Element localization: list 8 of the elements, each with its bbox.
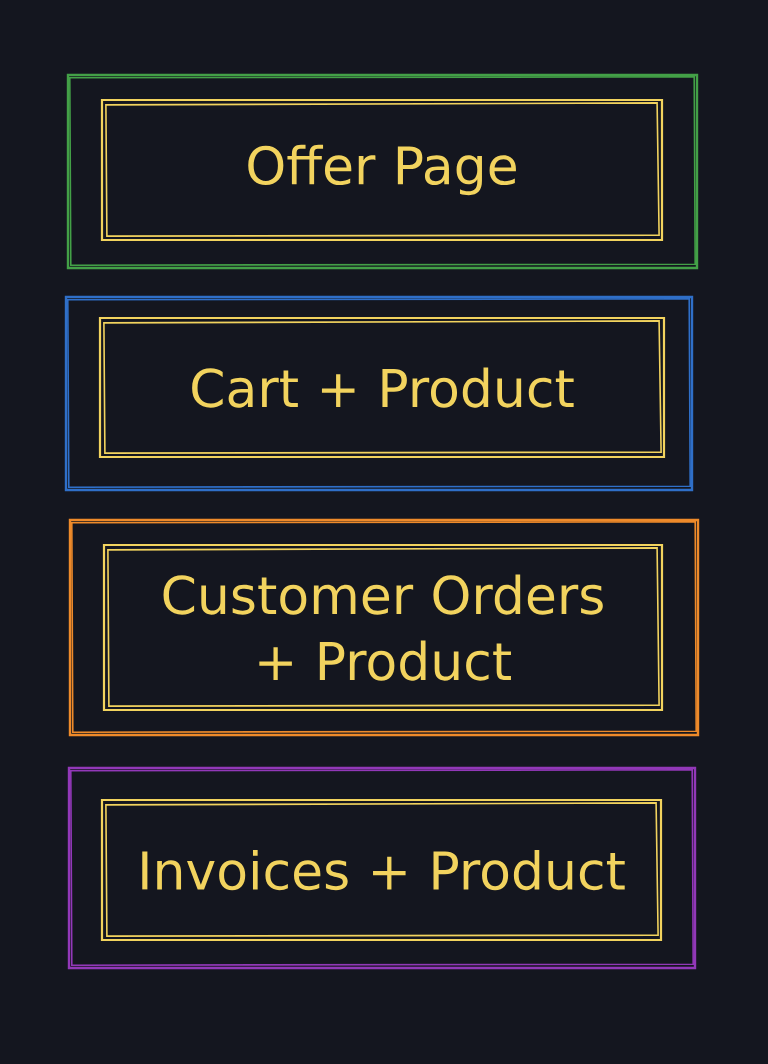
text-box: Invoices + Product bbox=[100, 798, 663, 942]
outer-frame bbox=[68, 518, 700, 737]
text-box: Cart + Product bbox=[98, 316, 666, 459]
outer-frame bbox=[64, 295, 694, 492]
outer-frame bbox=[67, 766, 697, 970]
text-box: Customer Orders + Product bbox=[102, 543, 664, 712]
text-box: Offer Page bbox=[100, 98, 664, 242]
outer-frame bbox=[66, 73, 699, 270]
